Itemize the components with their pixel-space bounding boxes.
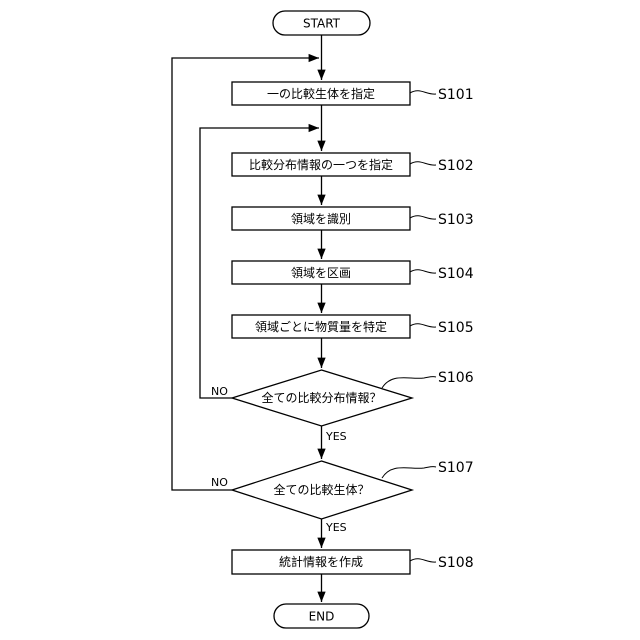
step-label-s106: S106 bbox=[438, 370, 474, 386]
step-label-s107: S107 bbox=[438, 460, 474, 476]
process-text-s108: 統計情報を作成 bbox=[279, 554, 363, 569]
process-text-s104: 領域を区画 bbox=[291, 265, 351, 280]
step-label-s104: S104 bbox=[438, 266, 474, 282]
step-label-s105: S105 bbox=[438, 320, 474, 336]
end-label: END bbox=[309, 610, 335, 624]
step-label-s102: S102 bbox=[438, 158, 474, 174]
leader-s106 bbox=[382, 377, 436, 388]
leader-s105 bbox=[410, 324, 436, 327]
leader-s104 bbox=[410, 270, 436, 273]
leader-s103 bbox=[410, 216, 436, 219]
decision-text-s106: 全ての比較分布情報？ bbox=[261, 390, 381, 405]
yes-label-s106: YES bbox=[325, 430, 347, 443]
process-text-s105: 領域ごとに物質量を特定 bbox=[255, 319, 387, 334]
leader-s108 bbox=[410, 559, 436, 562]
step-label-s108: S108 bbox=[438, 555, 474, 571]
no-label-s106: NO bbox=[211, 385, 228, 398]
process-text-s103: 領域を識別 bbox=[291, 211, 351, 226]
leader-s107 bbox=[382, 467, 436, 478]
decision-text-s107: 全ての比較生体？ bbox=[273, 482, 369, 497]
step-label-s103: S103 bbox=[438, 212, 474, 228]
process-text-s101: 一の比較生体を指定 bbox=[267, 86, 375, 101]
step-label-s101: S101 bbox=[438, 87, 474, 103]
leader-s102 bbox=[410, 162, 436, 165]
process-text-s102: 比較分布情報の一つを指定 bbox=[249, 157, 393, 172]
start-label: START bbox=[303, 17, 341, 31]
yes-label-s107: YES bbox=[325, 521, 347, 534]
no-label-s107: NO bbox=[211, 476, 228, 489]
leader-s101 bbox=[410, 91, 436, 94]
